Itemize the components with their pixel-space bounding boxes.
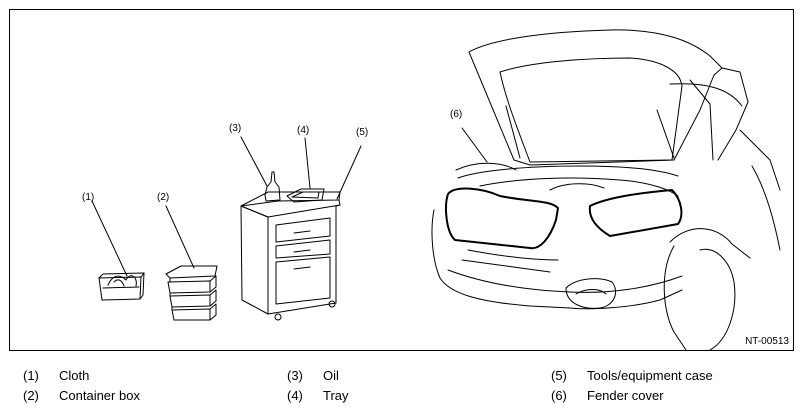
callout-3: (3) <box>229 123 242 134</box>
legend-text-6: Fender cover <box>587 388 664 403</box>
legend-number-5: (5) <box>551 368 567 383</box>
legend-text-1: Cloth <box>59 368 90 383</box>
legend-text-4: Tray <box>323 388 349 403</box>
callout-6: (6) <box>450 109 463 120</box>
legend-text-2: Container box <box>59 388 140 403</box>
legend-text-5: Tools/equipment case <box>587 368 713 383</box>
container-box-drawing <box>165 265 218 321</box>
callout-5: (5) <box>356 127 369 138</box>
workshop-preparation-illustration <box>91 29 781 351</box>
callout-1: (1) <box>82 192 95 203</box>
illustration-frame: (1) (2) (3) (4) (5) (6) NT-00513 <box>9 9 794 351</box>
legend-text-3: Oil <box>323 368 339 383</box>
car-with-fender-covers-drawing <box>431 29 781 351</box>
callout-4: (4) <box>297 125 310 136</box>
legend: (1) Cloth (2) Container box (3) Oil (4) … <box>0 362 804 412</box>
callout-2: (2) <box>157 192 170 203</box>
cloth-drawing <box>98 272 145 301</box>
legend-number-1: (1) <box>23 368 39 383</box>
legend-number-2: (2) <box>23 388 39 403</box>
legend-number-4: (4) <box>287 388 303 403</box>
legend-number-3: (3) <box>287 368 303 383</box>
leader-lines <box>91 127 488 277</box>
figure-code: NT-00513 <box>745 336 789 347</box>
legend-number-6: (6) <box>551 388 567 403</box>
tool-cart-drawing <box>240 171 341 321</box>
